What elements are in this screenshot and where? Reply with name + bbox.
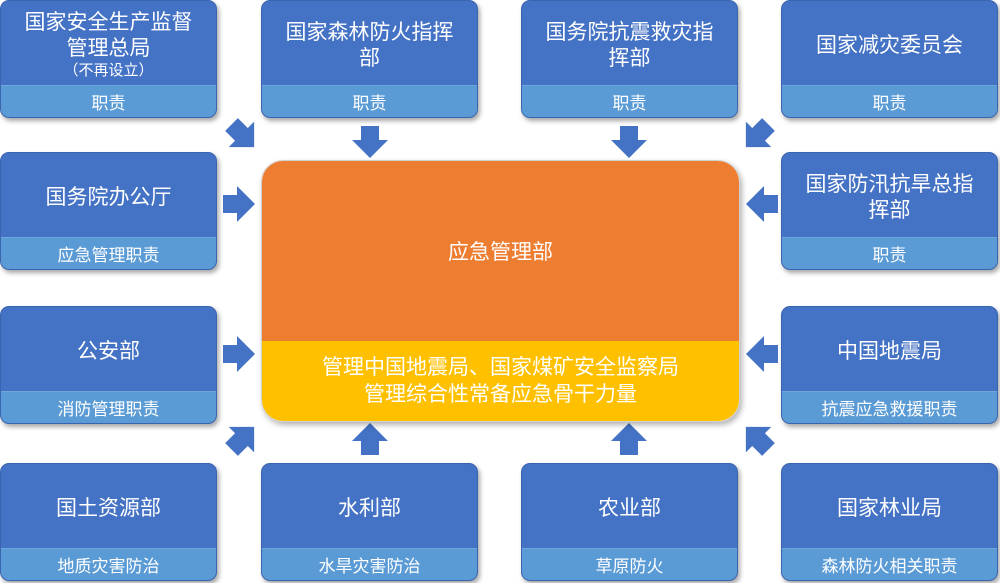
center-duties: 管理中国地震局、国家煤矿安全监察局 管理综合性常备应急骨干力量 <box>262 341 739 421</box>
box-earthquake-relief-hq: 国务院抗震救灾指挥部 职责 <box>521 0 738 118</box>
box-forest-fire-hq: 国家森林防火指挥部 职责 <box>261 0 478 118</box>
box-duty: 职责 <box>522 85 737 117</box>
box-earthquake-administration: 中国地震局 抗震应急救援职责 <box>781 306 998 424</box>
arrow-b9 <box>218 414 267 463</box>
box-title: 中国地震局 <box>837 338 942 363</box>
arrow-b8 <box>746 336 778 372</box>
box-title: 国土资源部 <box>56 495 161 520</box>
box-state-admin-work-safety: 国家安全生产监督管理总局 （不再设立） 职责 <box>0 0 217 118</box>
box-disaster-reduction-committee: 国家减灾委员会 职责 <box>781 0 998 118</box>
box-public-security: 公安部 消防管理职责 <box>0 306 217 424</box>
box-duty: 职责 <box>262 85 477 117</box>
arrow-b1 <box>218 111 267 160</box>
box-title: 国家森林防火指挥部 <box>285 19 454 70</box>
box-forestry-administration: 国家林业局 森林防火相关职责 <box>781 463 998 581</box>
arrow-b3 <box>611 126 647 158</box>
box-duty: 应急管理职责 <box>1 237 216 269</box>
arrow-b6 <box>746 186 778 222</box>
box-title: 国家林业局 <box>837 495 942 520</box>
box-title: 公安部 <box>77 338 140 363</box>
box-duty: 森林防火相关职责 <box>782 548 997 580</box>
box-duty: 地质灾害防治 <box>1 548 216 580</box>
arrow-b4 <box>733 111 782 160</box>
box-duty: 职责 <box>1 85 216 117</box>
box-duty: 职责 <box>782 85 997 117</box>
box-flood-drought-hq: 国家防汛抗旱总指挥部 职责 <box>781 152 998 270</box>
box-duty: 抗震应急救援职责 <box>782 391 997 423</box>
box-title: 水利部 <box>338 495 401 520</box>
box-title: 国家防汛抗旱总指挥部 <box>805 171 974 222</box>
box-note: （不再设立） <box>63 61 154 79</box>
ministry-emergency-management: 应急管理部 管理中国地震局、国家煤矿安全监察局 管理综合性常备应急骨干力量 <box>261 160 740 422</box>
box-title: 农业部 <box>598 495 661 520</box>
arrow-b10 <box>352 423 388 455</box>
center-duty-line-2: 管理综合性常备应急骨干力量 <box>364 382 637 406</box>
box-duty: 消防管理职责 <box>1 391 216 423</box>
arrow-b5 <box>223 186 255 222</box>
box-water-resources: 水利部 水旱灾害防治 <box>261 463 478 581</box>
arrow-b7 <box>223 336 255 372</box>
arrow-b2 <box>352 126 388 158</box>
arrow-b11 <box>611 423 647 455</box>
box-duty: 水旱灾害防治 <box>262 548 477 580</box>
box-duty: 草原防火 <box>522 548 737 580</box>
box-title: 国家减灾委员会 <box>816 32 963 57</box>
box-land-resources: 国土资源部 地质灾害防治 <box>0 463 217 581</box>
box-duty: 职责 <box>782 237 997 269</box>
box-title: 国务院办公厅 <box>45 184 172 209</box>
box-title: 国家安全生产监督管理总局 <box>24 10 193 60</box>
box-agriculture: 农业部 草原防火 <box>521 463 738 581</box>
box-state-council-office: 国务院办公厅 应急管理职责 <box>0 152 217 270</box>
center-title: 应急管理部 <box>262 161 739 341</box>
box-title: 国务院抗震救灾指挥部 <box>545 19 714 70</box>
center-duty-line-1: 管理中国地震局、国家煤矿安全监察局 <box>322 355 679 379</box>
arrow-b12 <box>733 414 782 463</box>
